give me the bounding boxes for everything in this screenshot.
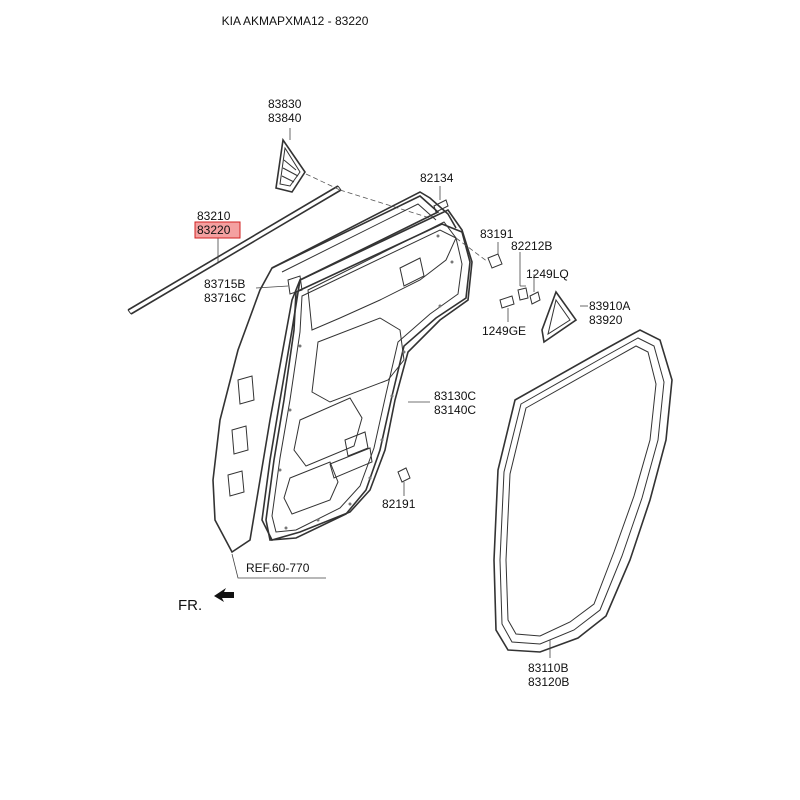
leader-ref	[231, 553, 326, 579]
front-label: FR.	[178, 597, 202, 614]
quarter-garnish-part	[541, 290, 578, 344]
callout-82212B[interactable]: 82212B	[511, 239, 552, 253]
callout-highlight-box	[194, 221, 241, 239]
callout-83220[interactable]: 83220	[197, 223, 231, 237]
callout-83715B[interactable]: 83715B	[204, 277, 245, 291]
delta-garnish-part	[275, 137, 306, 193]
callout-1249GE[interactable]: 1249GE	[482, 324, 526, 338]
callout-1249LQ[interactable]: 1249LQ	[526, 267, 569, 281]
callout-83210[interactable]: 83210	[197, 209, 231, 223]
bracket-83715B	[287, 275, 303, 295]
callout-83910A[interactable]: 83910A	[589, 299, 630, 313]
callout-82191[interactable]: 82191	[382, 497, 416, 511]
callout-83716C[interactable]: 83716C	[204, 291, 246, 305]
callout-83920[interactable]: 83920	[589, 313, 623, 327]
callout-83140C[interactable]: 83140C	[434, 403, 476, 417]
callout-ref[interactable]: REF.60-770	[246, 561, 310, 575]
clip-82134	[433, 199, 449, 213]
callout-83191[interactable]: 83191	[480, 227, 514, 241]
callout-82134[interactable]: 82134	[420, 171, 454, 185]
door-panel-part	[212, 191, 473, 554]
callout-83110B[interactable]: 83110B	[528, 661, 568, 675]
belt-moulding-part	[127, 185, 342, 315]
callout-83130C[interactable]: 83130C	[434, 389, 476, 403]
diagram-title: KIA AKMAPXMA12 - 83220	[221, 14, 369, 28]
callout-83840[interactable]: 83840	[268, 111, 302, 125]
clip-83191	[487, 253, 503, 269]
callout-83830[interactable]: 83830	[268, 97, 302, 111]
body-weatherstrip-part	[493, 329, 673, 653]
front-arrow-icon	[214, 588, 234, 602]
clip-82191	[397, 467, 411, 483]
fasteners	[499, 252, 541, 322]
callout-83120B[interactable]: 83120B	[528, 675, 569, 689]
door-weatherstrip-part	[265, 223, 471, 541]
